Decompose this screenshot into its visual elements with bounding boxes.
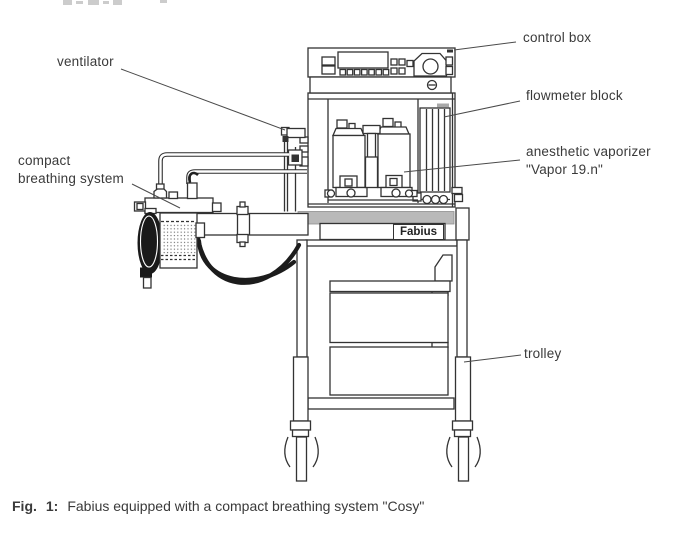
vaporizer-right-drawing — [377, 117, 418, 198]
label-vaporizer-line1: anesthetic vaporizer — [526, 144, 651, 159]
label-control-box: control box — [523, 30, 592, 45]
fabius-nameplate: Fabius — [393, 224, 444, 240]
button-row — [339, 68, 390, 76]
label-compact-breathing-system: compact breathing system — [18, 152, 124, 188]
rotary-dial-frame — [413, 52, 448, 77]
leader-line-trolley — [463, 354, 522, 363]
figure-caption: Fig. 1: Fabius equipped with a compact bre… — [12, 498, 424, 514]
label-trolley: trolley — [524, 346, 562, 361]
flowmeter-tiny-label — [437, 103, 449, 108]
label-compact-line2: breathing system — [18, 171, 124, 186]
leader-line-breathing-system — [131, 183, 181, 209]
breathing-hoses-drawing — [194, 226, 302, 285]
breathing-system-drawing — [133, 171, 222, 289]
caption-text: Fabius equipped with a compact breathing… — [67, 498, 425, 514]
control-box-drawing — [307, 47, 456, 94]
trolley-bottom-bar — [307, 397, 455, 410]
vaporizer-mount-bracket — [328, 124, 418, 201]
caption-fig: Fig. — [12, 498, 37, 514]
rotary-dial-knob — [422, 58, 439, 75]
apl-valve — [186, 182, 198, 200]
caption-number: 1: — [45, 498, 59, 514]
flowmeter-drawing — [412, 103, 464, 205]
leader-line-flowmeter — [443, 100, 521, 118]
leader-line-control-box — [453, 41, 517, 51]
label-flowmeter-block: flowmeter block — [526, 88, 623, 103]
display-screen — [337, 51, 389, 69]
trolley-drawer-lower — [329, 346, 449, 396]
leader-line-ventilator — [120, 68, 286, 131]
top-edge-artifact — [63, 0, 167, 5]
label-ventilator: ventilator — [57, 54, 114, 69]
label-compact-line1: compact — [18, 153, 71, 168]
trolley-shelf-bar — [329, 280, 451, 293]
support-arm-drawing — [190, 201, 309, 248]
leader-line-vaporizer — [403, 159, 521, 173]
trolley-drawer-upper — [329, 292, 449, 344]
label-anesthetic-vaporizer: anesthetic vaporizer "Vapor 19.n" — [526, 143, 651, 179]
vaporizer-left-drawing — [324, 119, 368, 198]
caster-wheel-right — [457, 436, 470, 482]
breathing-bag — [137, 212, 163, 274]
ventilator-drawing — [280, 126, 306, 212]
label-vaporizer-line2: "Vapor 19.n" — [526, 162, 604, 177]
caster-wheel-left — [295, 436, 308, 482]
table-band — [297, 211, 455, 225]
trolley-drawing — [284, 239, 481, 482]
leader-lines — [120, 41, 522, 363]
